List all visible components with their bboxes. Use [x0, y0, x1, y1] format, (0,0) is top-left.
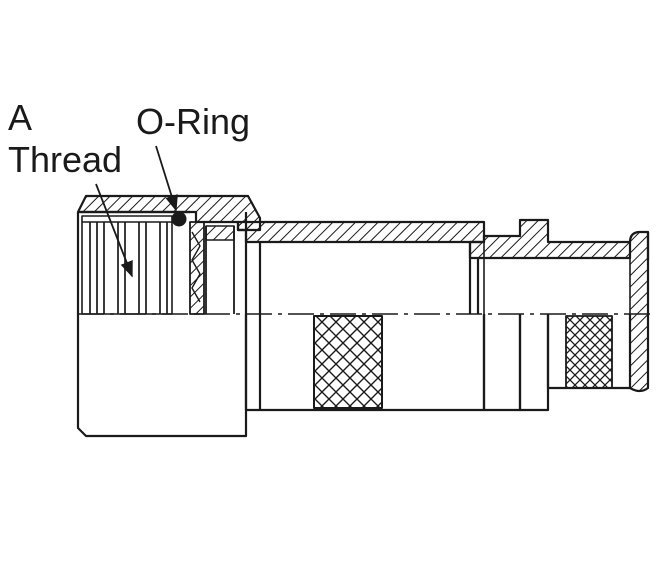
thread-grooves	[89, 222, 168, 314]
o-ring	[171, 211, 187, 227]
rear-section	[482, 230, 650, 412]
label-a: A	[8, 97, 33, 138]
body-step-ring	[468, 218, 632, 260]
connector-body	[236, 218, 632, 412]
seal-section	[189, 221, 235, 315]
label-o-ring: O-Ring	[136, 101, 251, 142]
rear-knurl	[565, 315, 613, 389]
thread-leader-arrow	[95, 183, 133, 278]
o-ring-leader-arrow	[155, 145, 178, 212]
body-wall	[236, 220, 486, 244]
label-thread: Thread	[8, 139, 123, 180]
knurled-grip	[313, 315, 383, 409]
end-cap	[628, 230, 650, 393]
